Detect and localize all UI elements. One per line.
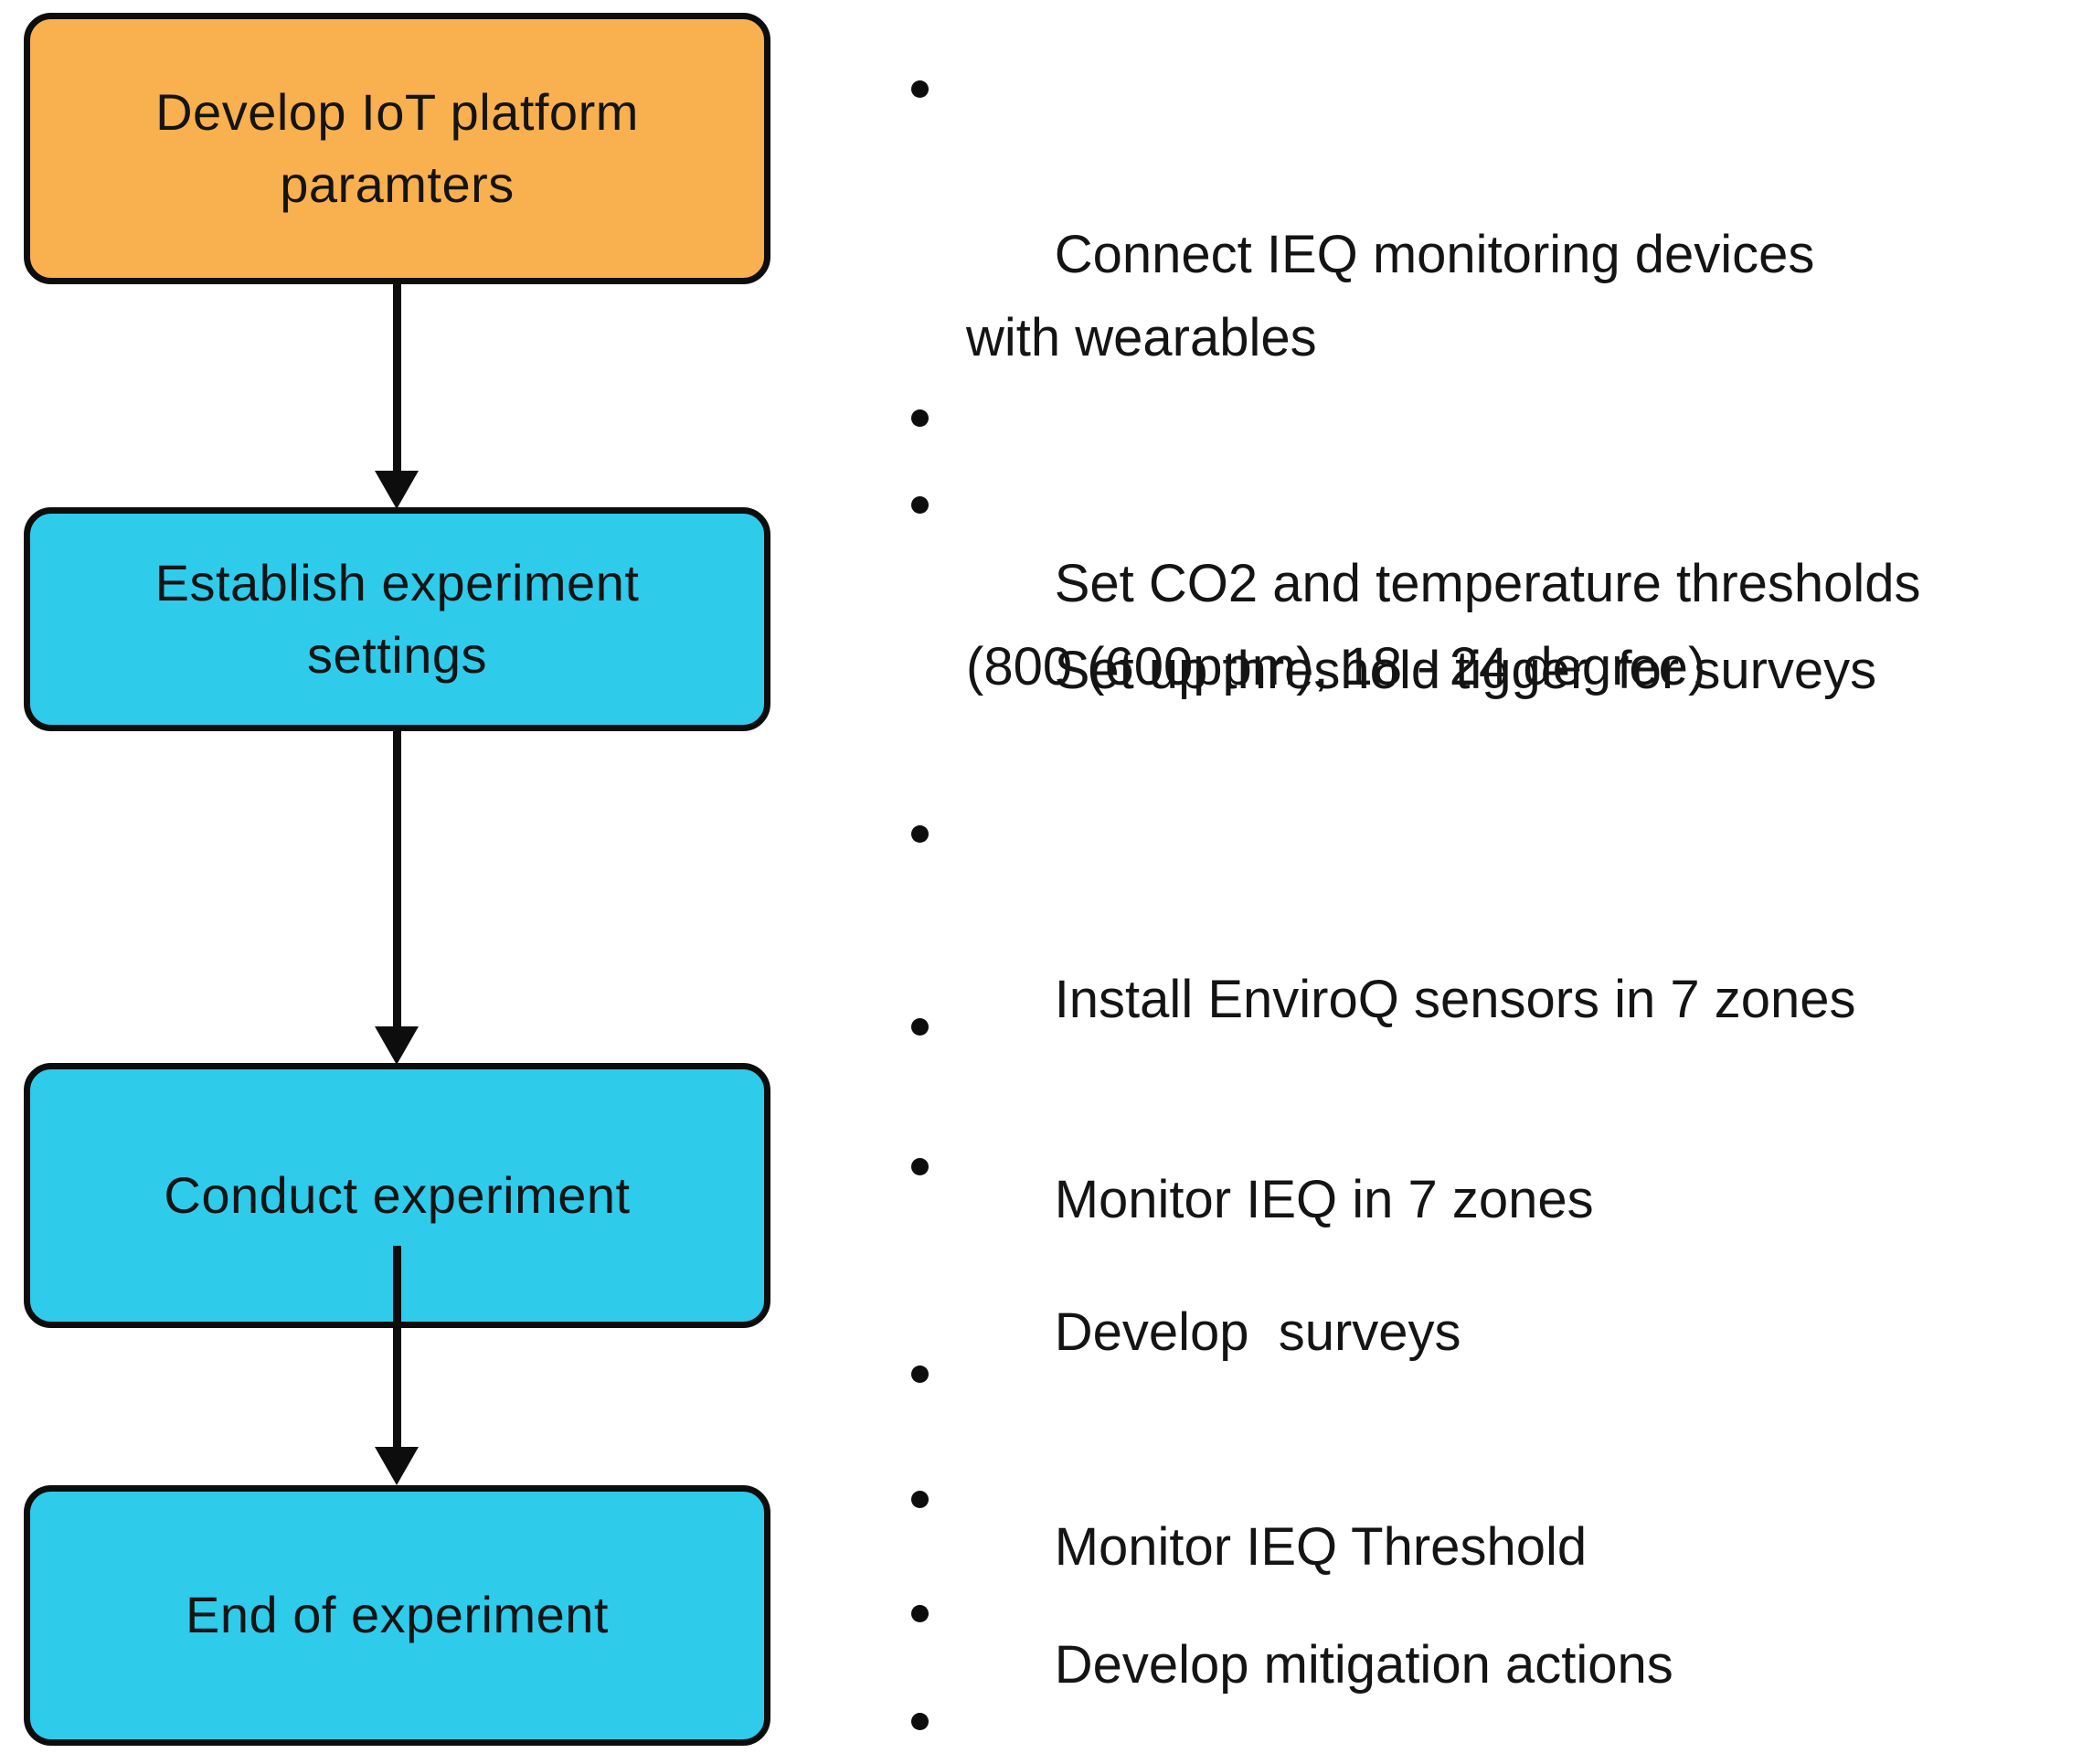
- step-establish-experiment-settings: Establish experiment settings: [24, 507, 770, 731]
- bullet-text: Set up threshold tigger for surveys: [1054, 641, 1877, 700]
- bullet-icon: [911, 496, 929, 514]
- list-item: Set CO2 and temperature thresholds (800 …: [902, 376, 2072, 792]
- step-develop-iot-platform: Develop IoT platform paramters: [24, 13, 770, 284]
- bullet-group-develop-iot: Connect IEQ monitoring devices with wear…: [902, 47, 2072, 795]
- bullet-group-end-of-experiment: Initiate end-of-experiment surveys: [902, 1569, 2072, 1764]
- step-label: End of experiment: [186, 1586, 609, 1644]
- list-item: Monitor IEQ in 7 zones: [902, 983, 2072, 1330]
- arrow-shaft: [392, 1246, 401, 1447]
- arrow-down-icon: [375, 729, 419, 1065]
- bullet-group-conduct-experiment: Monitor IEQ in 7 zones Monitor IEQ Thres…: [902, 983, 2072, 1764]
- bullet-icon: [911, 1491, 929, 1508]
- bullet-icon: [911, 825, 929, 843]
- list-item: Initiate end-of-experiment surveys: [902, 1569, 2072, 1764]
- step-label: Develop IoT platform paramters: [155, 83, 653, 213]
- arrow-head-icon: [375, 1447, 419, 1485]
- bullet-text: Monitor IEQ Threshold: [1054, 1517, 1588, 1577]
- list-item: Develop surveys: [902, 1124, 2072, 1457]
- bullet-icon: [911, 1158, 929, 1175]
- bullet-text: Initiate end-of-experiment surveys: [1055, 1757, 1854, 1764]
- list-item: Install EnviroQ sensors in 7 zones: [902, 792, 2072, 1124]
- bullet-icon: [911, 80, 929, 98]
- arrow-head-icon: [375, 1026, 419, 1065]
- bullet-icon: [911, 1366, 929, 1383]
- list-item: Develop mitigation actions: [902, 1457, 2072, 1764]
- step-label: Conduct experiment: [164, 1165, 631, 1224]
- bullet-icon: [911, 1605, 929, 1622]
- list-item: Set up threshold tigger for surveys: [902, 462, 2072, 795]
- bullet-group-establish-settings: Set CO2 and temperature thresholds (800 …: [902, 376, 2072, 1764]
- bullet-icon: [911, 1018, 929, 1036]
- list-item: Monitor IEQ Threshold: [902, 1330, 2072, 1677]
- bullet-text: Develop surveys: [1054, 1302, 1461, 1362]
- list-item: Initiate Surveys: [902, 1677, 2072, 1764]
- step-end-of-experiment: End of experiment: [24, 1485, 770, 1746]
- bullet-text: Develop mitigation actions: [1054, 1635, 1673, 1695]
- arrow-down-icon: [375, 282, 419, 509]
- bullet-icon: [911, 1713, 929, 1730]
- arrow-down-icon: [375, 1246, 419, 1485]
- arrow-shaft: [392, 282, 401, 471]
- arrow-head-icon: [375, 471, 419, 509]
- bullet-text: Connect IEQ monitoring devices with wear…: [966, 225, 1815, 367]
- bullet-text: Install EnviroQ sensors in 7 zones: [1054, 970, 1856, 1029]
- list-item: Connect IEQ monitoring devices with wear…: [902, 47, 2072, 462]
- step-label: Establish experiment settings: [154, 554, 654, 684]
- bullet-text: Monitor IEQ in 7 zones: [1054, 1170, 1594, 1229]
- bullet-text: Set CO2 and temperature thresholds (800 …: [966, 554, 1921, 696]
- bullet-icon: [911, 409, 929, 427]
- arrow-shaft: [392, 729, 401, 1026]
